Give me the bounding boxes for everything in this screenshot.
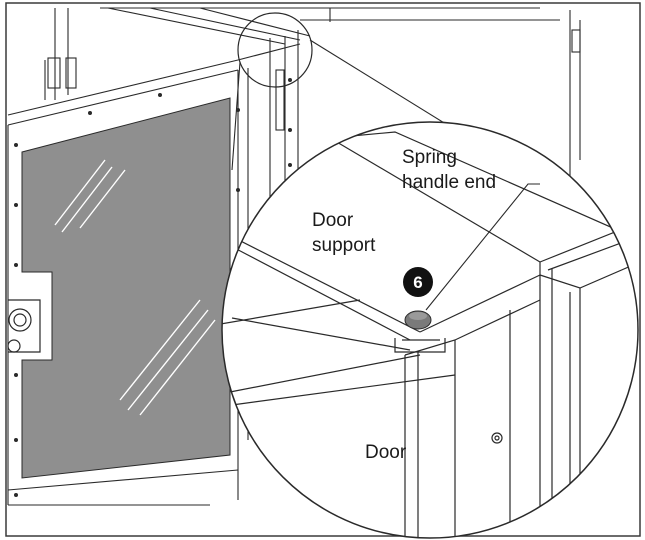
door-screws xyxy=(14,78,292,497)
zoom-source-circle xyxy=(237,12,313,88)
callout-number: 6 xyxy=(413,273,422,292)
knob-highlight xyxy=(409,312,427,320)
spring-handle-leader-line xyxy=(425,183,540,311)
label-door: Door xyxy=(312,210,354,231)
glass-panel xyxy=(21,97,231,479)
figure-border xyxy=(5,2,641,537)
label-door-front: Door xyxy=(365,442,407,463)
cabinet-background xyxy=(7,7,581,506)
callout-badge xyxy=(403,267,433,297)
door-knob-icon xyxy=(7,299,41,353)
label-handle-end: handle end xyxy=(402,172,496,193)
label-support: support xyxy=(312,235,376,256)
label-spring: Spring xyxy=(402,147,457,168)
magnifier-circle xyxy=(221,121,639,539)
glass-reflection xyxy=(54,159,216,416)
